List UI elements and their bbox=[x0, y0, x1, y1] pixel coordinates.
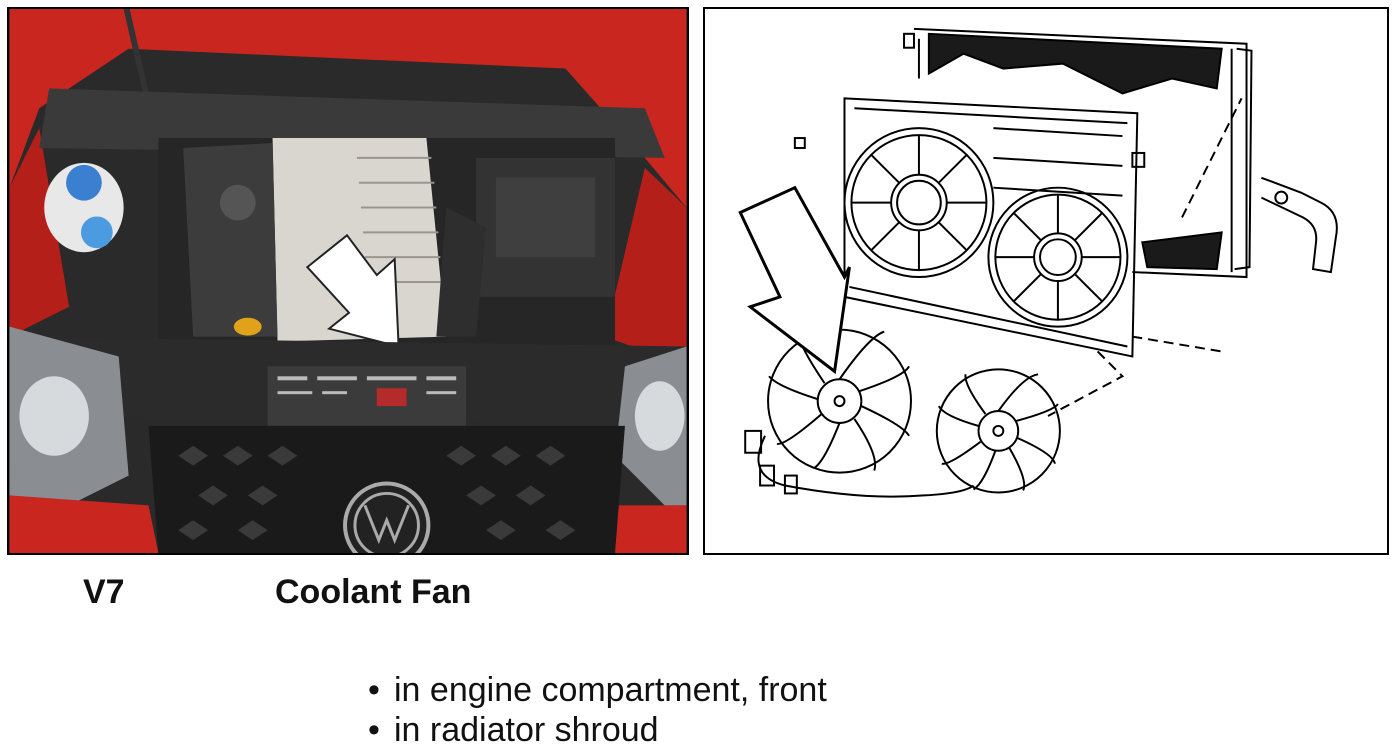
location-item-engine-compartment: in engine compartment, front bbox=[368, 670, 827, 710]
location-item-radiator-shroud: in radiator shroud bbox=[368, 710, 827, 750]
fan-assembly-line-drawing bbox=[738, 27, 1338, 498]
component-code: V7 bbox=[83, 573, 125, 611]
location-list: in engine compartment, front in radiator… bbox=[368, 670, 827, 750]
engine-compartment-illustration bbox=[9, 9, 687, 553]
engine-compartment-photo bbox=[7, 7, 689, 555]
fan-assembly-diagram bbox=[703, 7, 1389, 555]
component-title: Coolant Fan bbox=[275, 573, 472, 611]
